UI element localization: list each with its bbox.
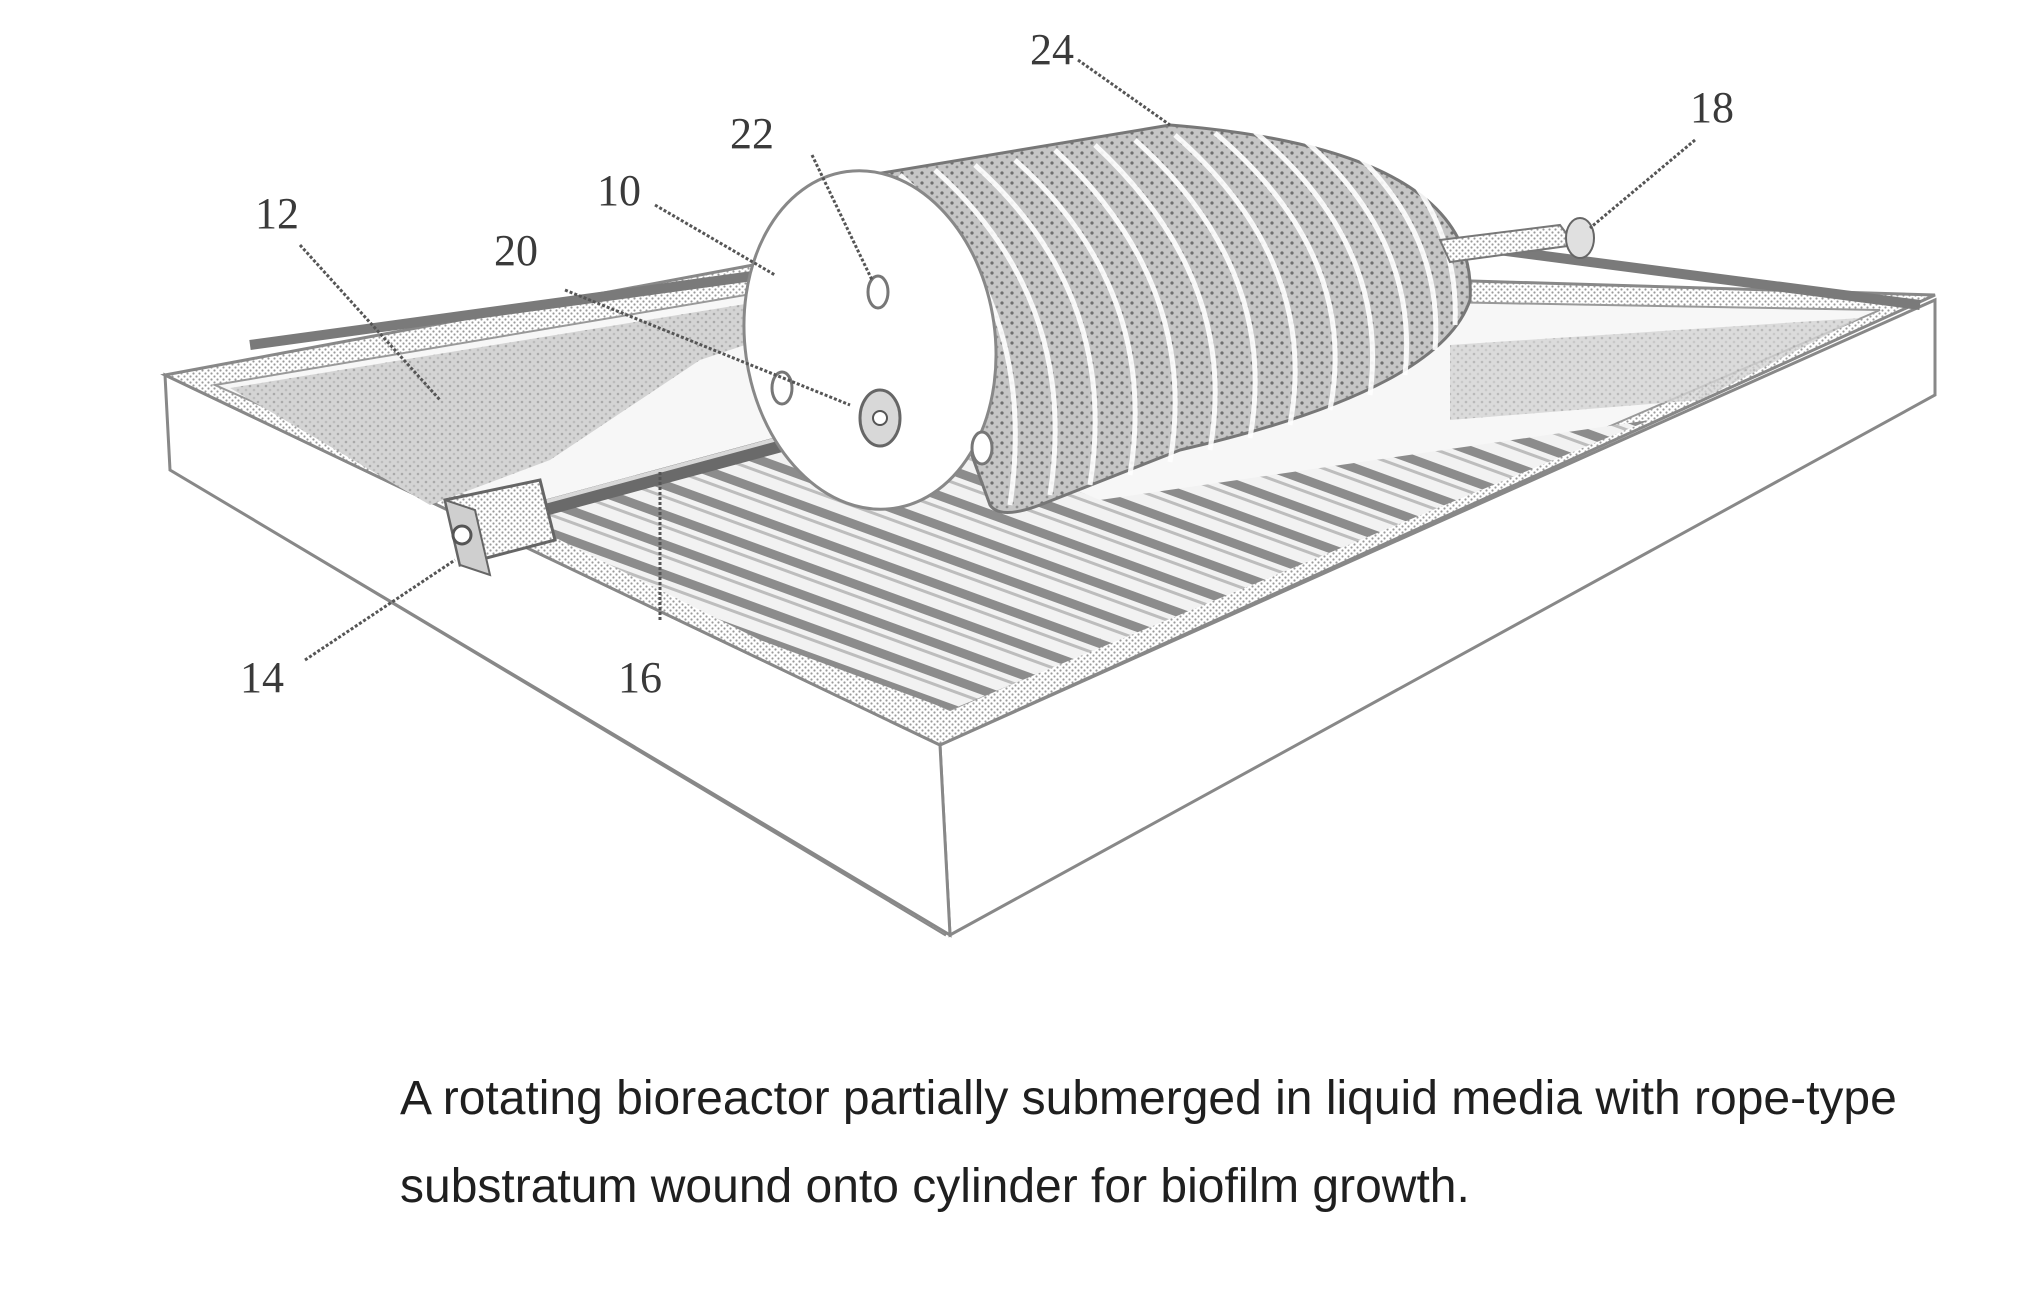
label-22: 22 — [730, 109, 774, 158]
end-plate-hole-bottom — [972, 432, 992, 464]
label-12: 12 — [255, 189, 299, 238]
leader-24 — [1078, 60, 1170, 125]
end-plate-hole-left — [772, 372, 792, 404]
label-20: 20 — [494, 226, 538, 275]
label-16: 16 — [618, 653, 662, 702]
label-14: 14 — [240, 653, 284, 702]
label-24: 24 — [1030, 25, 1074, 74]
label-10: 10 — [597, 166, 641, 215]
leader-18 — [1590, 140, 1695, 228]
end-plate-hole-top — [868, 276, 888, 308]
figure-caption: A rotating bioreactor partially submerge… — [400, 1055, 1900, 1231]
label-18: 18 — [1690, 83, 1734, 132]
